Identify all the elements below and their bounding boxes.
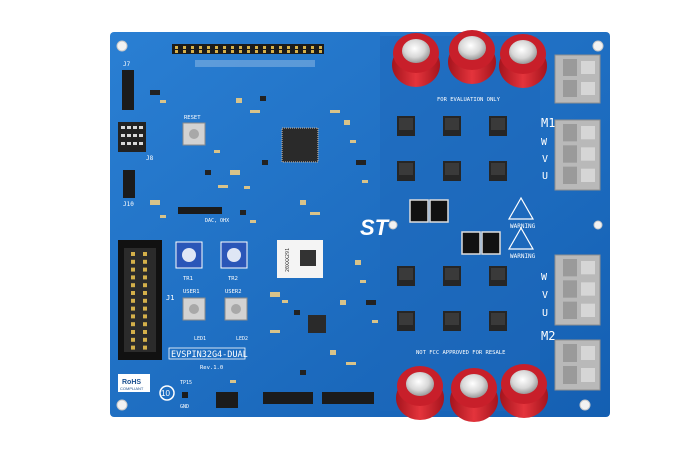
gnd-test-point <box>182 392 188 398</box>
tp15-label: TP15 <box>180 380 192 386</box>
j1-label: J1 <box>166 294 174 302</box>
board-name: EVSPIN32G4-DUAL <box>171 350 248 360</box>
phase-u2-label: U <box>542 308 548 319</box>
shunt-resistor-2 <box>429 199 449 223</box>
j8-label: J8 <box>146 155 154 162</box>
warning-label-1: WARNING <box>510 223 536 230</box>
led2-label: LED2 <box>236 336 248 342</box>
eval-note: FOR EVALUATION ONLY <box>437 97 501 103</box>
qr-code <box>300 250 316 266</box>
fcc-note: NOT FCC APPROVED FOR RESALE <box>416 350 505 356</box>
user2-label: USER2 <box>225 289 242 295</box>
warning-label-2: WARNING <box>510 253 536 260</box>
bottom-header-right <box>322 392 374 404</box>
rohs-label-box <box>118 374 150 392</box>
gnd-label: GND <box>180 404 189 410</box>
rohs-text: RoHS <box>122 379 141 386</box>
tr2-label: TR2 <box>228 276 238 282</box>
motor-1-label: M1 <box>541 116 555 130</box>
reset-label: RESET <box>184 115 201 121</box>
j7-label: J7 <box>123 61 131 68</box>
shunt-resistor-1 <box>409 199 429 223</box>
board-revision: Rev.1.0 <box>200 365 223 371</box>
j7-header <box>122 70 134 110</box>
hot-surface-icon <box>507 226 535 250</box>
j1-pins <box>131 252 147 350</box>
bottom-header-mid <box>263 392 313 404</box>
phase-v2-label: V <box>542 290 548 301</box>
board-name-box <box>168 347 246 360</box>
phase-u1-label: U <box>542 171 548 182</box>
shunt-resistor-3 <box>461 231 481 255</box>
shunt-resistor-4 <box>481 231 501 255</box>
bottom-header-left <box>216 392 238 408</box>
serial-text: 20XXX291 <box>285 248 291 272</box>
rohs-sub: COMPLIANT <box>120 386 144 391</box>
dac-label: DAC, OHX <box>205 218 229 224</box>
phase-v1-label: V <box>542 154 548 165</box>
j10-header <box>123 170 135 198</box>
dac-header <box>178 207 222 214</box>
led1-label: LED1 <box>194 336 206 342</box>
driver-ic <box>308 315 326 333</box>
years-badge-text: 10 <box>161 389 170 398</box>
j10-label: J10 <box>123 201 134 208</box>
top-pin-header <box>172 44 324 67</box>
motor-2-label: M2 <box>541 329 555 343</box>
tr1-label: TR1 <box>183 276 193 282</box>
mounting-holes <box>116 40 604 411</box>
st-logo-icon: ST <box>360 215 390 240</box>
smd-components <box>150 90 378 383</box>
capacitors <box>392 30 548 422</box>
user1-label: USER1 <box>183 289 200 295</box>
phase-w2-label: W <box>541 272 548 283</box>
mosfet-array <box>397 116 507 331</box>
warning-triangle-icon <box>507 196 535 220</box>
j8-pins <box>121 126 143 145</box>
power-area <box>380 36 540 411</box>
terminal-blocks <box>554 54 601 391</box>
phase-w1-label: W <box>541 137 548 148</box>
mcu-chip <box>281 127 319 163</box>
years-badge <box>159 385 175 401</box>
